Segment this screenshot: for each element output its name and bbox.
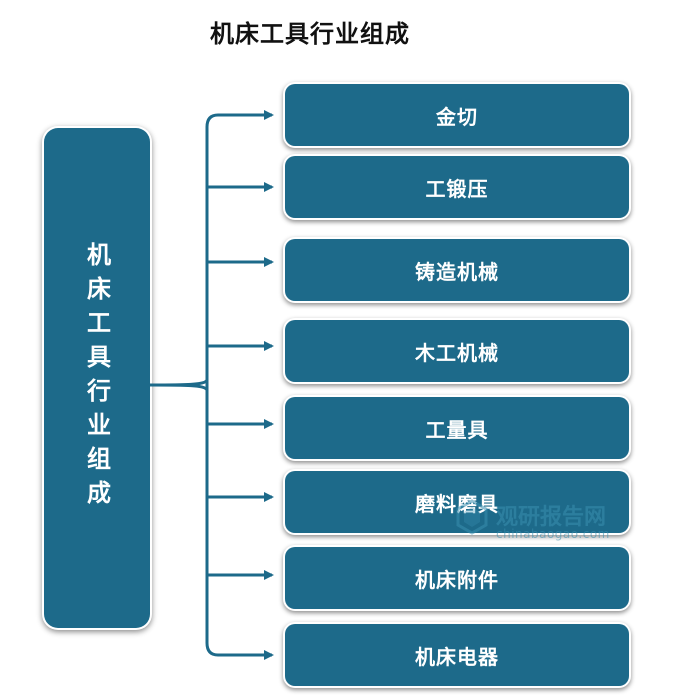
- root-link-lower: [149, 383, 209, 392]
- bracket-vertical: [205, 113, 219, 657]
- diagram-title: 机床工具行业组成: [210, 19, 410, 48]
- watermark: 观研报告网 chinabaogao.com: [452, 497, 652, 547]
- child-node-4: 木工机械: [285, 320, 629, 382]
- child-node-label: 木工机械: [415, 340, 499, 365]
- child-node-label: 工量具: [425, 417, 489, 442]
- child-node-3: 铸造机械: [285, 239, 629, 301]
- root-node-label: 机床工具行业组成: [82, 242, 112, 514]
- child-node-label: 铸造机械: [415, 259, 499, 284]
- watermark-name: 观研报告网: [496, 505, 607, 530]
- child-node-label: 工锻压: [425, 176, 489, 201]
- child-node-8: 机床电器: [285, 624, 629, 686]
- child-node-2: 工锻压: [285, 156, 629, 218]
- watermark-url: chinabaogao.com: [496, 527, 610, 541]
- root-node: 机床工具行业组成: [44, 128, 150, 628]
- child-node-label: 机床附件: [415, 567, 499, 592]
- child-node-1: 金切: [285, 84, 629, 146]
- child-node-label: 金切: [436, 104, 478, 129]
- child-node-7: 机床附件: [285, 547, 629, 609]
- child-node-label: 机床电器: [415, 644, 499, 669]
- child-node-5: 工量具: [285, 397, 629, 459]
- watermark-logo-icon: [456, 499, 488, 535]
